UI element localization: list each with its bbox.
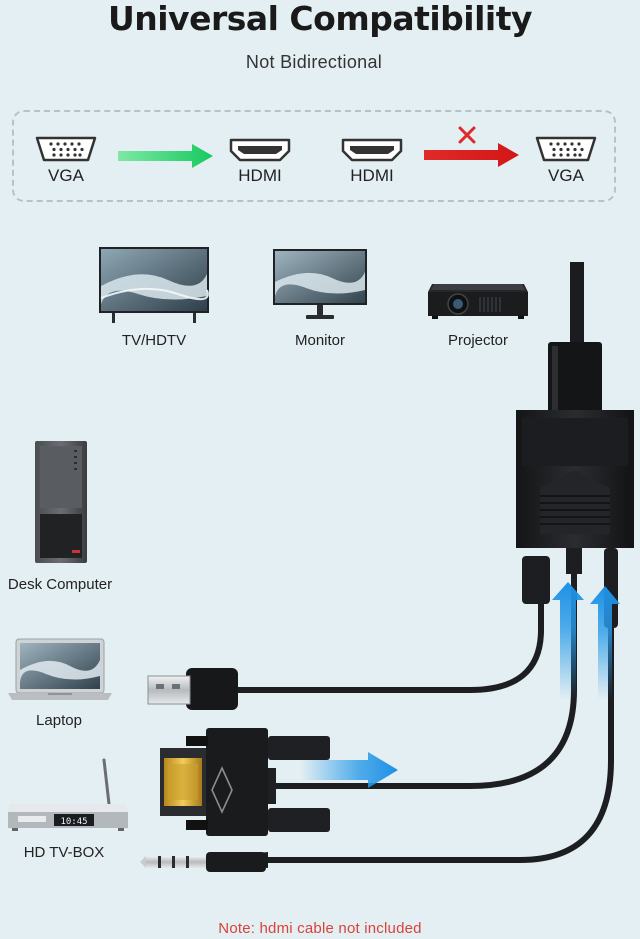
monitor-icon xyxy=(273,249,367,319)
compat-label-hdmi-source: HDMI xyxy=(350,166,394,185)
compat-label-hdmi-target: HDMI xyxy=(238,166,282,185)
hdmi-port-icon xyxy=(229,138,291,162)
compat-label-vga-source: VGA xyxy=(48,166,84,185)
projector-label: Projector xyxy=(447,332,509,349)
note-text: Note: hdmi cable not included xyxy=(218,920,422,937)
tv-label: TV/HDTV xyxy=(121,332,187,349)
compatibility-panel xyxy=(12,110,616,202)
supported-arrow-icon xyxy=(118,144,213,168)
page-subtitle: Not Bidirectional xyxy=(245,52,383,72)
unsupported-arrow-icon xyxy=(424,126,519,167)
laptop-icon xyxy=(8,638,112,700)
tv-box-display: 10:45 xyxy=(60,817,88,827)
tv-box-label: HD TV-BOX xyxy=(23,844,105,861)
laptop-label: Laptop xyxy=(36,712,82,729)
vga-port-icon xyxy=(35,136,97,162)
vga-port-icon xyxy=(535,136,597,162)
monitor-label: Monitor xyxy=(294,332,346,349)
desk-computer-label: Desk Computer xyxy=(7,576,113,593)
projector-icon xyxy=(428,284,528,319)
tv-box-icon xyxy=(8,758,128,831)
hdmi-port-icon xyxy=(341,138,403,162)
tv-icon xyxy=(99,247,209,323)
desktop-computer-icon xyxy=(35,441,87,563)
page-title: Universal Compatibility xyxy=(107,0,533,38)
compat-label-vga-target: VGA xyxy=(548,166,584,185)
